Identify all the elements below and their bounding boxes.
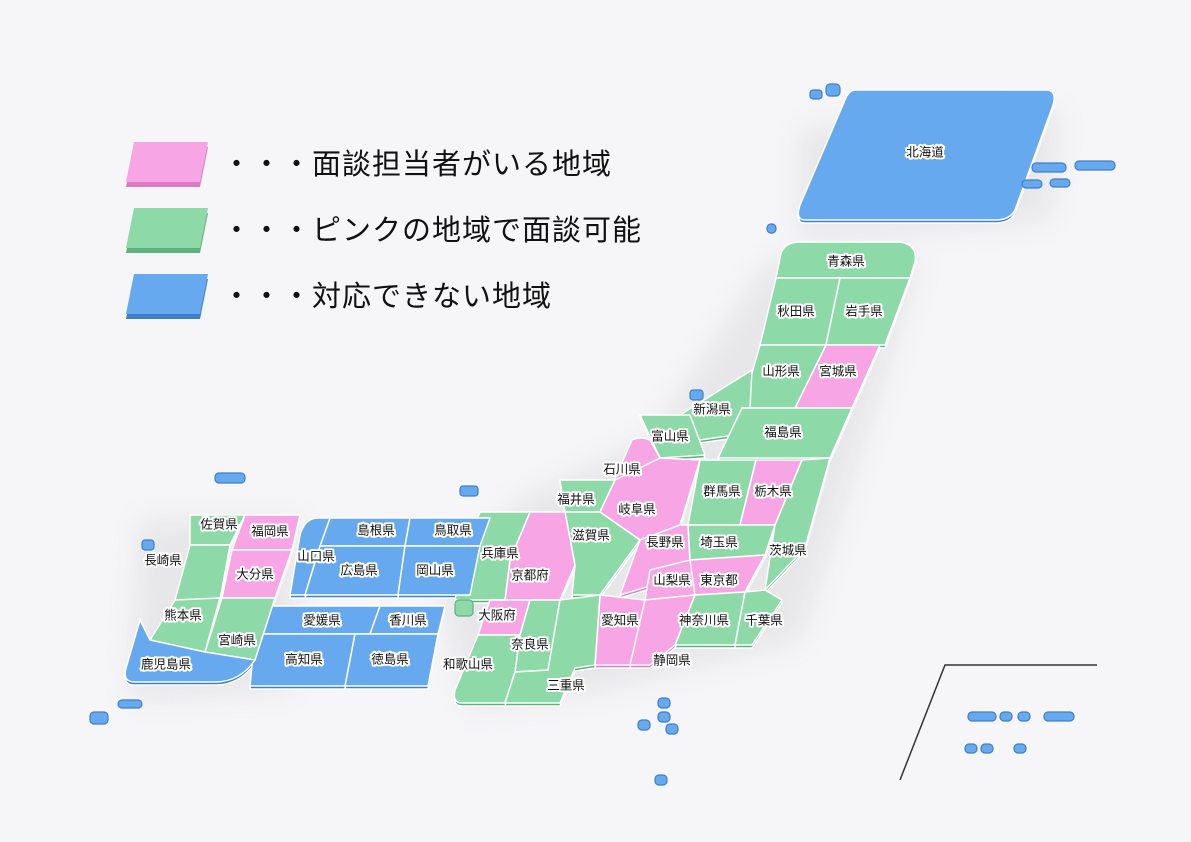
island-okinawa-4 xyxy=(1043,711,1075,722)
island-kuril-1 xyxy=(1031,162,1067,173)
label-saga: 佐賀県 xyxy=(200,517,238,532)
label-ibaraki: 茨城県 xyxy=(769,543,807,558)
island-okushiri xyxy=(766,223,777,234)
label-oita: 大分県 xyxy=(236,567,274,582)
region-toyama[interactable] xyxy=(638,414,707,459)
label-mie: 三重県 xyxy=(547,678,585,693)
label-yamagata: 山形県 xyxy=(762,364,800,379)
label-nagano: 長野県 xyxy=(646,535,684,550)
region-okayama[interactable] xyxy=(397,545,481,596)
island-okinawa-1 xyxy=(967,711,997,722)
label-tokyo: 東京都 xyxy=(700,573,738,588)
island-tsushima xyxy=(214,472,246,484)
label-tottori: 鳥取県 xyxy=(434,523,472,538)
label-shiga: 滋賀県 xyxy=(572,528,610,543)
label-gifu: 岐阜県 xyxy=(618,502,656,517)
region-tokushima[interactable] xyxy=(344,633,439,687)
island-sado xyxy=(689,389,704,401)
label-saitama: 埼玉県 xyxy=(700,535,738,550)
island-okinawa-3 xyxy=(1017,711,1031,722)
label-aichi: 愛知県 xyxy=(601,613,639,628)
legend-label-pink: ・・・面談担当者がいる地域 xyxy=(222,147,613,181)
island-kuril-2 xyxy=(1074,160,1116,171)
legend-swatch-pink xyxy=(126,142,208,187)
island-goto xyxy=(141,539,155,551)
legend-label-green: ・・・ピンクの地域で面談可能 xyxy=(222,213,643,247)
label-osaka: 大阪府 xyxy=(478,608,516,623)
region-ibaraki[interactable] xyxy=(763,457,832,593)
island-izu-1 xyxy=(657,697,671,709)
region-kagoshima[interactable] xyxy=(124,617,257,683)
island-kuril-4 xyxy=(1049,178,1071,188)
label-ishikawa: 石川県 xyxy=(603,462,641,477)
island-hachijo xyxy=(654,774,668,786)
label-miyagi: 宮城県 xyxy=(819,364,857,379)
label-tochigi: 栃木県 xyxy=(754,484,792,499)
label-wakayama: 和歌山県 xyxy=(443,657,493,672)
label-kumamoto: 熊本県 xyxy=(164,608,202,623)
label-fukui: 福井県 xyxy=(557,492,595,507)
label-nagasaki: 長崎県 xyxy=(144,553,182,568)
label-niigata: 新潟県 xyxy=(693,402,731,417)
label-hyogo: 兵庫県 xyxy=(481,546,519,561)
label-yamanashi: 山梨県 xyxy=(653,573,691,588)
okinawa-inset-border xyxy=(899,664,1097,781)
label-yamaguchi: 山口県 xyxy=(297,549,335,564)
label-fukushima: 福島県 xyxy=(764,425,802,440)
legend-label-blue: ・・・対応できない地域 xyxy=(222,279,553,313)
island-izu-2 xyxy=(637,719,651,731)
label-miyazaki: 宮崎県 xyxy=(218,633,256,648)
region-shizuoka[interactable] xyxy=(629,594,697,666)
island-yakushima xyxy=(89,711,109,725)
label-kagoshima: 鹿児島県 xyxy=(141,657,191,672)
island-awaji xyxy=(454,599,474,617)
region-iwate[interactable] xyxy=(825,277,912,346)
label-okayama: 岡山県 xyxy=(416,563,454,578)
label-tokushima: 徳島県 xyxy=(371,652,409,667)
label-hiroshima: 広島県 xyxy=(340,563,378,578)
legend-swatch-blue xyxy=(126,274,208,319)
label-fukuoka: 福岡県 xyxy=(251,524,289,539)
island-okinawa-2 xyxy=(999,711,1013,722)
label-shimane: 島根県 xyxy=(357,523,395,538)
island-rebun xyxy=(825,83,841,97)
label-kagawa: 香川県 xyxy=(389,613,427,628)
island-tanegashima xyxy=(117,699,143,709)
label-ehime: 愛媛県 xyxy=(303,613,341,628)
island-okinawa-6 xyxy=(980,743,994,754)
island-oki xyxy=(459,485,479,497)
label-akita: 秋田県 xyxy=(777,304,815,319)
region-chiba[interactable] xyxy=(734,589,784,646)
label-iwate: 岩手県 xyxy=(845,304,883,319)
label-gunma: 群馬県 xyxy=(703,484,741,499)
island-izu-4 xyxy=(665,723,679,735)
islands xyxy=(89,83,1116,786)
region-aomori[interactable] xyxy=(775,241,917,279)
label-shizuoka: 静岡県 xyxy=(653,653,691,668)
label-toyama: 富山県 xyxy=(651,429,689,444)
island-rishiri xyxy=(809,89,823,100)
island-okinawa-5 xyxy=(964,743,978,754)
label-nara: 奈良県 xyxy=(511,637,549,652)
region-mie[interactable] xyxy=(503,594,601,704)
region-hokkaido[interactable] xyxy=(797,89,1055,221)
island-izu-3 xyxy=(657,711,671,723)
label-hokkaido: 北海道 xyxy=(906,145,944,160)
label-kochi: 高知県 xyxy=(285,652,323,667)
label-chiba: 千葉県 xyxy=(745,613,783,628)
island-kuril-3 xyxy=(1021,179,1043,189)
label-kanagawa: 神奈川県 xyxy=(679,613,729,628)
island-okinawa-7 xyxy=(1013,743,1027,754)
legend-swatch-green xyxy=(126,208,208,253)
label-aomori: 青森県 xyxy=(827,254,865,269)
label-kyoto: 京都府 xyxy=(511,568,549,583)
